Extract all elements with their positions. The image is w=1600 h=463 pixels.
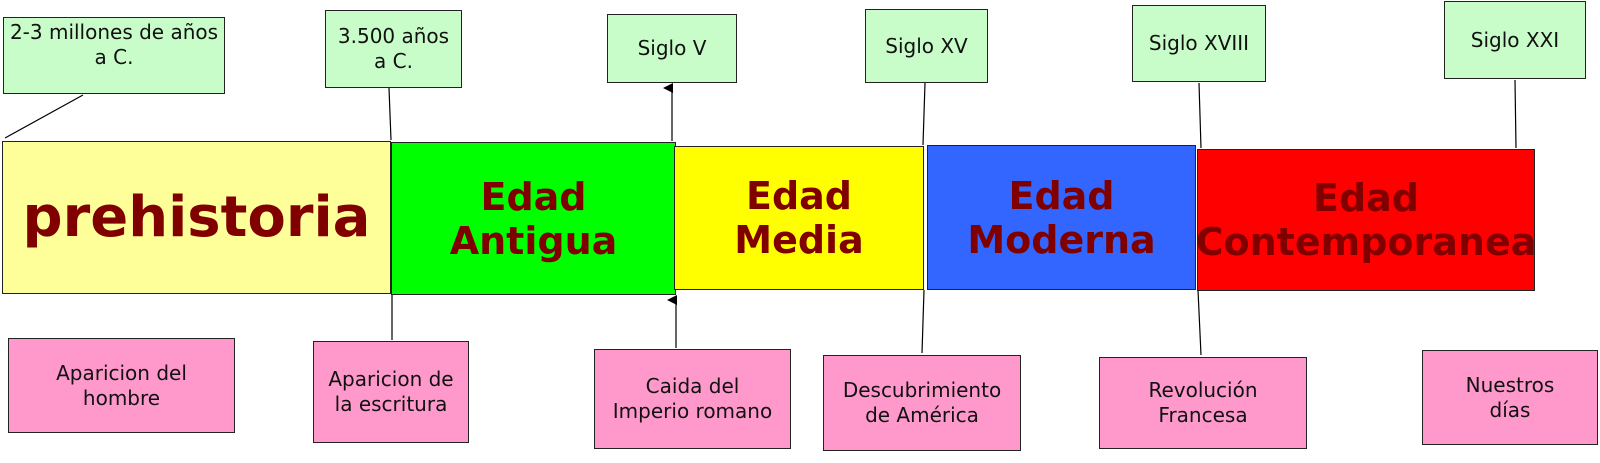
event-box: Aparicion del hombre	[8, 338, 235, 433]
event-label: Descubrimiento de América	[842, 378, 1002, 427]
connector-line	[922, 82, 926, 146]
event-box: Revolución Francesa	[1099, 357, 1307, 449]
connector-line	[388, 87, 392, 141]
era-edad-media: Edad Media	[674, 146, 924, 290]
event-label: Aparicion de la escritura	[328, 367, 454, 416]
date-label: 3.500 años a C.	[337, 24, 450, 73]
date-box: Siglo XVIII	[1132, 5, 1266, 82]
date-box: Siglo XXI	[1444, 1, 1586, 79]
date-label: Siglo XV	[885, 33, 968, 58]
date-box: Siglo V	[607, 14, 737, 83]
connector-line	[4, 94, 84, 139]
connector-line	[1198, 82, 1202, 149]
era-label: prehistoria	[22, 184, 371, 250]
era-label: Edad Media	[734, 174, 864, 262]
connector-line	[1514, 79, 1517, 149]
connector-line	[921, 289, 925, 354]
era-label: Edad Moderna	[967, 173, 1156, 262]
date-box: 2-3 millones de años a C.	[3, 17, 225, 94]
era-edad-antigua: Edad Antigua	[391, 142, 676, 295]
date-label: Siglo XVIII	[1148, 31, 1250, 55]
era-label: Edad Contemporanea	[1195, 176, 1537, 264]
era-edad-contemporanea: Edad Contemporanea	[1195, 149, 1537, 291]
event-box: Descubrimiento de América	[823, 355, 1021, 451]
date-box: 3.500 años a C.	[325, 10, 462, 88]
era-edad-moderna: Edad Moderna	[927, 145, 1196, 290]
event-label: Aparicion del hombre	[56, 360, 187, 410]
era-label: Edad Antigua	[449, 174, 618, 263]
event-label: Caida del Imperio romano	[612, 374, 773, 423]
event-label: Revolución Francesa	[1148, 378, 1258, 427]
era-prehistoria: prehistoria	[2, 141, 391, 294]
event-label: Nuestros días	[1465, 372, 1555, 422]
connector-line	[1197, 289, 1202, 356]
date-label: 2-3 millones de años a C.	[9, 20, 219, 69]
date-box: Siglo XV	[865, 9, 988, 83]
event-box: Caida del Imperio romano	[594, 349, 791, 449]
event-box: Aparicion de la escritura	[313, 341, 469, 443]
event-box: Nuestros días	[1422, 350, 1598, 445]
date-label: Siglo V	[637, 36, 707, 60]
date-label: Siglo XXI	[1470, 27, 1560, 52]
